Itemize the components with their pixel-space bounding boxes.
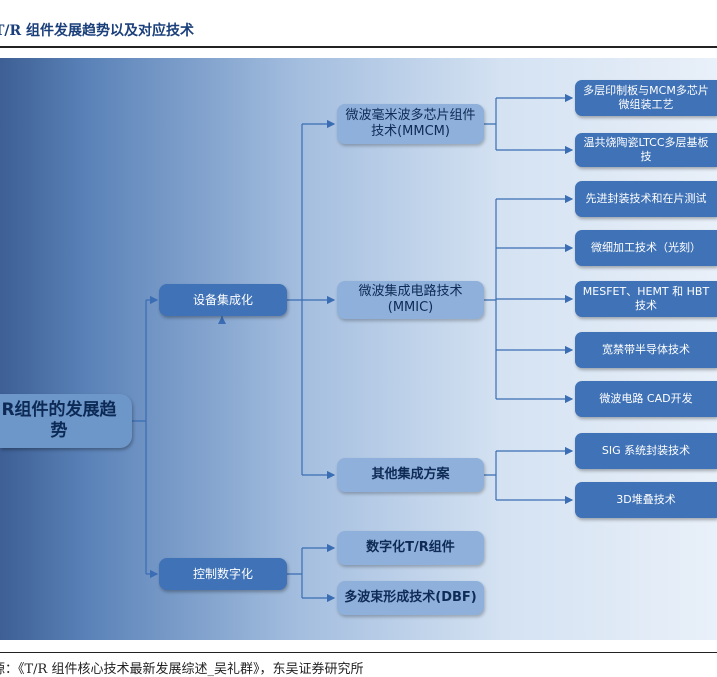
mmic-connector <box>484 199 497 399</box>
leaf-advanced-packaging: 先进封装技术和在片测试 <box>575 181 717 217</box>
node-other-integration: 其他集成方案 <box>337 458 484 492</box>
mmcm-connector <box>484 98 497 150</box>
node-mmic: 微波集成电路技术(MMIC) <box>337 281 484 319</box>
other-connector <box>484 451 497 500</box>
up-arrow-head <box>218 316 226 324</box>
leaf-microfabrication: 微细加工技术（光刻） <box>575 230 717 266</box>
leaf-mesfet-hemt-hbt: MESFET、HEMT 和 HBT 技术 <box>575 281 717 317</box>
leaf-ltcc: 温共烧陶瓷LTCC多层基板技 <box>575 133 717 167</box>
bottom-rule <box>0 652 717 653</box>
leaf-microwave-cad: 微波电路 CAD开发 <box>575 381 717 417</box>
branch-2-connector <box>287 548 303 598</box>
leaf-pcb-mcm: 多层印制板与MCM多芯片微组装工艺 <box>575 80 717 116</box>
branch-1-connector <box>287 124 303 475</box>
leaf-sig-packaging: SIG 系统封装技术 <box>575 433 717 469</box>
node-mmcm: 微波毫米波多芯片组件技术(MMCM) <box>337 104 484 144</box>
branch-node-device-integration: 设备集成化 <box>159 284 287 316</box>
node-dbf: 多波束形成技术(DBF) <box>337 581 484 615</box>
page-title: T/R 组件发展趋势以及对应技术 <box>0 23 195 39</box>
branch-node-control-digitization: 控制数字化 <box>159 558 287 590</box>
source-note: 源：《T/R 组件核心技术最新发展综述_吴礼群》，东吴证券研究所 <box>0 662 364 677</box>
node-digital-tr: 数字化T/R组件 <box>337 531 484 565</box>
root-node: R组件的发展趋势 <box>0 394 132 448</box>
top-rule <box>0 46 717 48</box>
leaf-3d-stacking: 3D堆叠技术 <box>575 482 717 518</box>
root-connector <box>132 300 147 574</box>
leaf-wide-bandgap: 宽禁带半导体技术 <box>575 332 717 368</box>
